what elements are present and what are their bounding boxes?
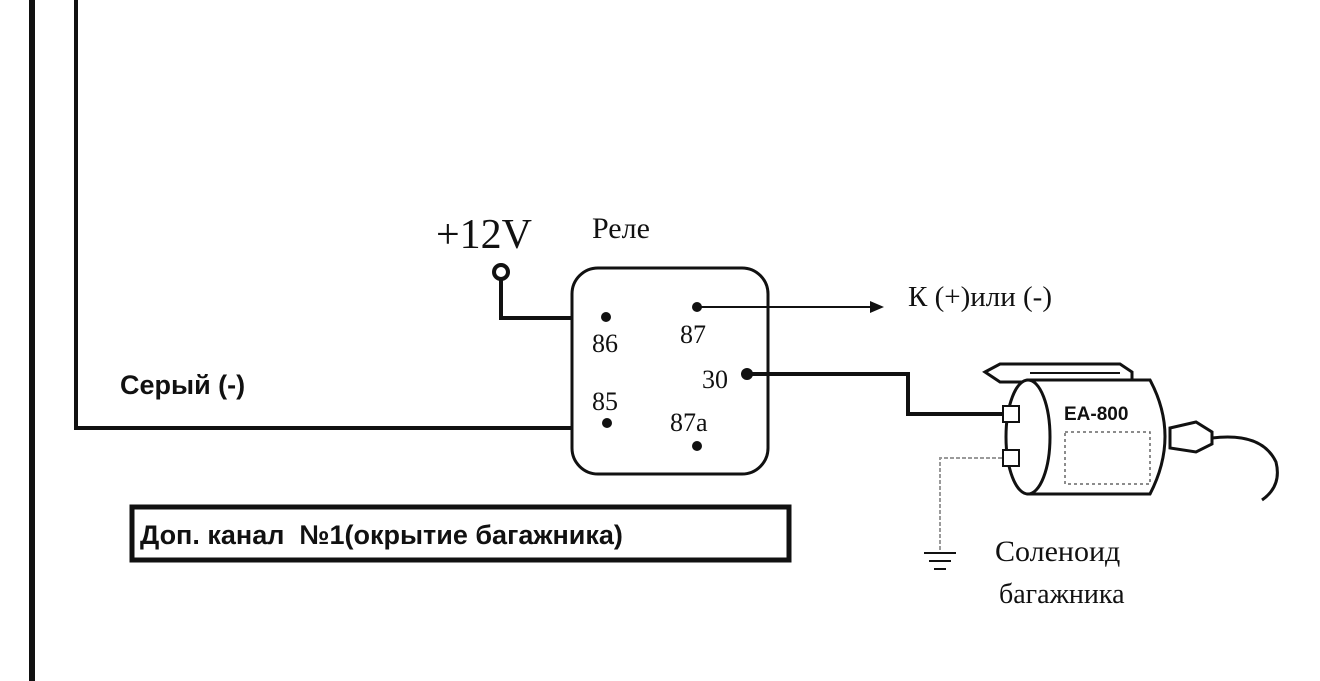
pin-87-label: 87 xyxy=(680,320,706,349)
supply-wire xyxy=(499,279,604,320)
pin-87a-dot xyxy=(692,441,702,451)
pin-30-label: 30 xyxy=(702,365,728,394)
pin-86-dot xyxy=(601,312,611,322)
caption-text: Доп. канал №1(окрытие багажника) xyxy=(140,520,623,550)
output-note-label: К (+)или (-) xyxy=(908,281,1052,313)
gray-wire xyxy=(74,0,606,430)
pin-85-label: 85 xyxy=(592,387,618,416)
solenoid-drawing xyxy=(982,362,1279,502)
pin30-to-solenoid-wire xyxy=(747,372,1005,416)
ground-symbol xyxy=(924,552,956,570)
solenoid-model-label: EA-800 xyxy=(1064,404,1128,425)
pin-86-label: 86 xyxy=(592,329,618,358)
ground-wire xyxy=(939,457,1008,552)
caption-box xyxy=(129,504,792,563)
pin-85-dot xyxy=(602,418,612,428)
supply-terminal xyxy=(492,263,510,281)
pin-87a-label: 87a xyxy=(670,408,708,437)
solenoid-name-line2: багажника xyxy=(999,579,1125,610)
supply-label: +12V xyxy=(436,212,532,258)
relay-title: Реле xyxy=(592,212,650,245)
solenoid-name-line1: Соленоид xyxy=(995,535,1120,568)
relay-body xyxy=(570,266,770,476)
wire-gray-label: Серый (-) xyxy=(120,370,245,400)
output-arrowhead xyxy=(870,301,884,313)
